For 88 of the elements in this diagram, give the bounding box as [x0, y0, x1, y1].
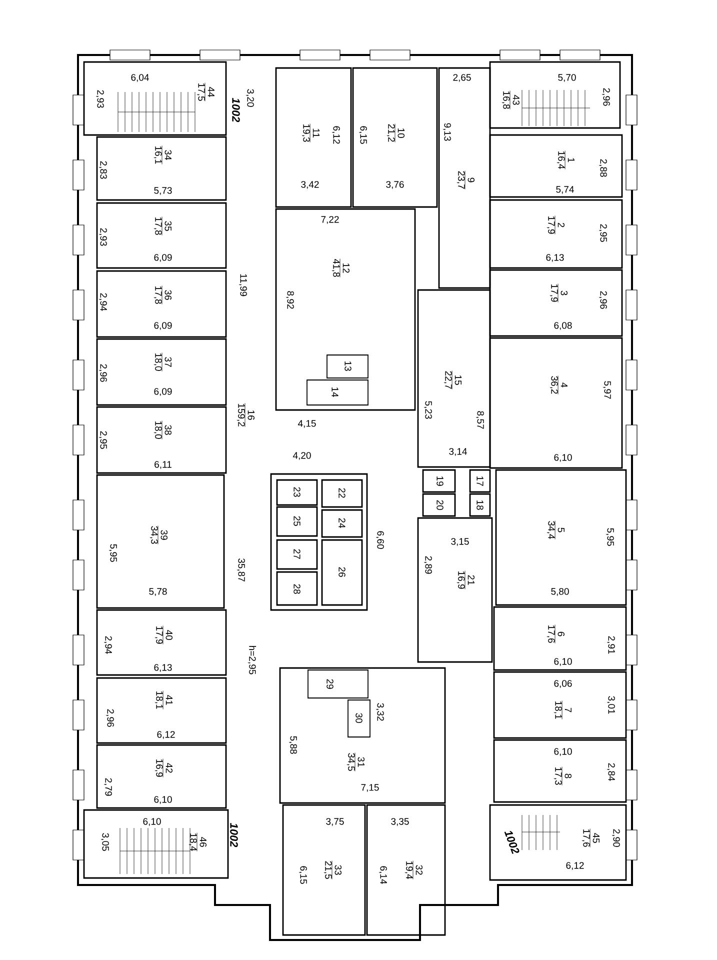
dimension-label: 2,79: [104, 778, 112, 796]
room: 25: [276, 506, 318, 537]
dimension-label: 6,15: [359, 126, 367, 144]
dimension-label: 7,15: [361, 784, 379, 792]
dimension-label: 2,95: [99, 431, 107, 449]
dimension-label: 2,65: [453, 74, 471, 82]
dimension-label: 6,06: [554, 680, 572, 688]
dimension-label: 8,92: [286, 291, 294, 309]
dimension-label: 3,15: [451, 538, 469, 546]
room: 23: [276, 479, 318, 506]
dimension-label: 6,13: [154, 664, 172, 672]
dimension-label: 9,13: [443, 123, 451, 141]
dimension-label: 6,08: [554, 322, 572, 330]
room: 22: [321, 479, 363, 508]
dimension-label: 6,10: [554, 454, 572, 462]
dimension-label: 2,88: [599, 159, 607, 177]
dimension-label: h=2,95: [248, 646, 256, 674]
dimension-label: 6,15: [299, 866, 307, 884]
room: 14: [306, 380, 368, 406]
room: 27: [276, 539, 318, 570]
dimension-label: 2,96: [599, 291, 607, 309]
dimension-label: 5,88: [289, 736, 297, 754]
dimension-label: 7,22: [321, 216, 339, 224]
dimension-label: 4,15: [298, 420, 316, 428]
dimension-label: 35,87: [237, 558, 245, 582]
room: 20: [422, 493, 456, 517]
dimension-label: 6,12: [157, 731, 175, 739]
dimension-label: 3,76: [386, 181, 404, 189]
dimension-label: 5,95: [606, 528, 614, 546]
dimension-label: 3,75: [326, 818, 344, 826]
door-mark: 1002: [230, 822, 238, 848]
dimension-label: 2,91: [607, 636, 615, 654]
dimension-label: 2,96: [99, 364, 107, 382]
dimension-label: 2,94: [104, 636, 112, 654]
dimension-label: 5,97: [603, 381, 611, 399]
dimension-label: 3,42: [301, 181, 319, 189]
dimension-label: 5,95: [109, 544, 117, 562]
dimension-label: 6,09: [154, 254, 172, 262]
door-mark: 1002: [232, 98, 240, 122]
door-mark: 1002: [504, 831, 520, 854]
dimension-label: 2,96: [106, 709, 114, 727]
dimension-label: 3,35: [391, 818, 409, 826]
dimension-label: 2,89: [424, 556, 432, 574]
dimension-label: 6,04: [131, 74, 149, 82]
dimension-label: 6,10: [554, 748, 572, 756]
dimension-label: 2,96: [602, 88, 610, 106]
dimension-label: 6,14: [379, 866, 387, 884]
dimension-label: 6,13: [546, 254, 564, 262]
dimension-label: 6,12: [566, 862, 584, 870]
dimension-label: 6,09: [154, 322, 172, 330]
dimension-label: 6,10: [554, 658, 572, 666]
dimension-label: 4,20: [292, 452, 311, 460]
room: 28: [276, 571, 318, 606]
dimension-label: 2,94: [99, 293, 107, 311]
room: 19: [422, 469, 456, 493]
dimension-label: 5,78: [149, 588, 167, 596]
dimension-label: 5,70: [558, 74, 576, 82]
dimension-label: 2,93: [96, 90, 104, 108]
dimension-label: 5,23: [424, 401, 432, 419]
dimension-label: 5,73: [154, 187, 172, 195]
room-label: 16 159,2: [236, 402, 255, 428]
dimension-label: 2,95: [599, 224, 607, 242]
dimension-label: 8,57: [476, 411, 484, 429]
room: 17: [469, 469, 491, 493]
dimension-label: 6,10: [154, 796, 172, 804]
dimension-label: 3,05: [101, 833, 109, 851]
dimension-label: 2,93: [99, 228, 107, 246]
dimension-label: 6,11: [154, 461, 172, 469]
dimension-label: 3,14: [449, 448, 467, 456]
room: 30: [348, 700, 370, 738]
room: 29: [308, 670, 368, 698]
dimension-label: 5,80: [551, 588, 569, 596]
dimension-label: 5,74: [556, 186, 574, 194]
dimension-label: 6,09: [154, 388, 172, 396]
dimension-label: 6,12: [332, 126, 340, 144]
dimension-label: 11,99: [239, 274, 247, 296]
dimension-label: 2,84: [607, 763, 615, 781]
dimension-label: 6,60: [376, 531, 384, 549]
dimension-label: 2,83: [99, 161, 107, 179]
dimension-label: 2,90: [612, 829, 620, 847]
room: 24: [321, 509, 363, 538]
dimension-label: 3,01: [607, 696, 615, 714]
dimension-label: 3,32: [376, 703, 384, 721]
dimension-label: 6,10: [143, 818, 161, 826]
room: 13: [326, 354, 368, 378]
dimension-label: 3,20: [246, 89, 254, 107]
room: 18: [469, 493, 491, 517]
room: 26: [321, 539, 363, 606]
